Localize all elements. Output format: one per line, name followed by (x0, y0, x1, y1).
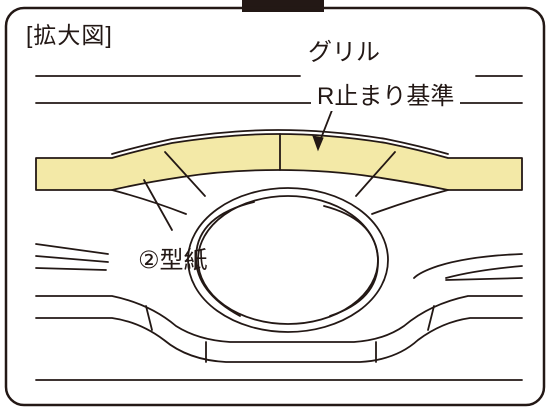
slat-right-2 (445, 265, 523, 279)
template-tick-left (164, 151, 206, 197)
template-band (35, 133, 523, 191)
callout-label-reference: R止まり基準 (311, 76, 461, 111)
emblem-outer (187, 187, 389, 333)
frame-tab (242, 0, 324, 12)
contour-left (111, 189, 187, 215)
figure-frame (4, 6, 546, 407)
slat-left-2 (35, 255, 109, 263)
template-label: ②型紙 (138, 247, 208, 274)
slat-left-3 (35, 267, 107, 271)
bumper-lower-sep-right (427, 305, 435, 331)
template-tick-right (355, 151, 396, 197)
arrow-head (312, 135, 324, 152)
bumper-lower-inner (35, 317, 523, 363)
leader-template (143, 179, 173, 231)
emblem-inner-right (323, 205, 379, 317)
emblem-inner-left (195, 201, 255, 317)
grille-edge-outer (111, 129, 449, 155)
bumper-lower-sep-left (145, 305, 153, 331)
diagram-title: [拡大図] (26, 22, 113, 48)
bumper-lower-outer (35, 295, 523, 343)
slat-left-1 (35, 243, 109, 255)
slat-right-1 (413, 253, 523, 279)
emblem-ring (197, 195, 379, 325)
contour-right (371, 189, 449, 215)
slat-right-3 (445, 277, 523, 281)
callout-label-grille: グリル (308, 39, 380, 66)
